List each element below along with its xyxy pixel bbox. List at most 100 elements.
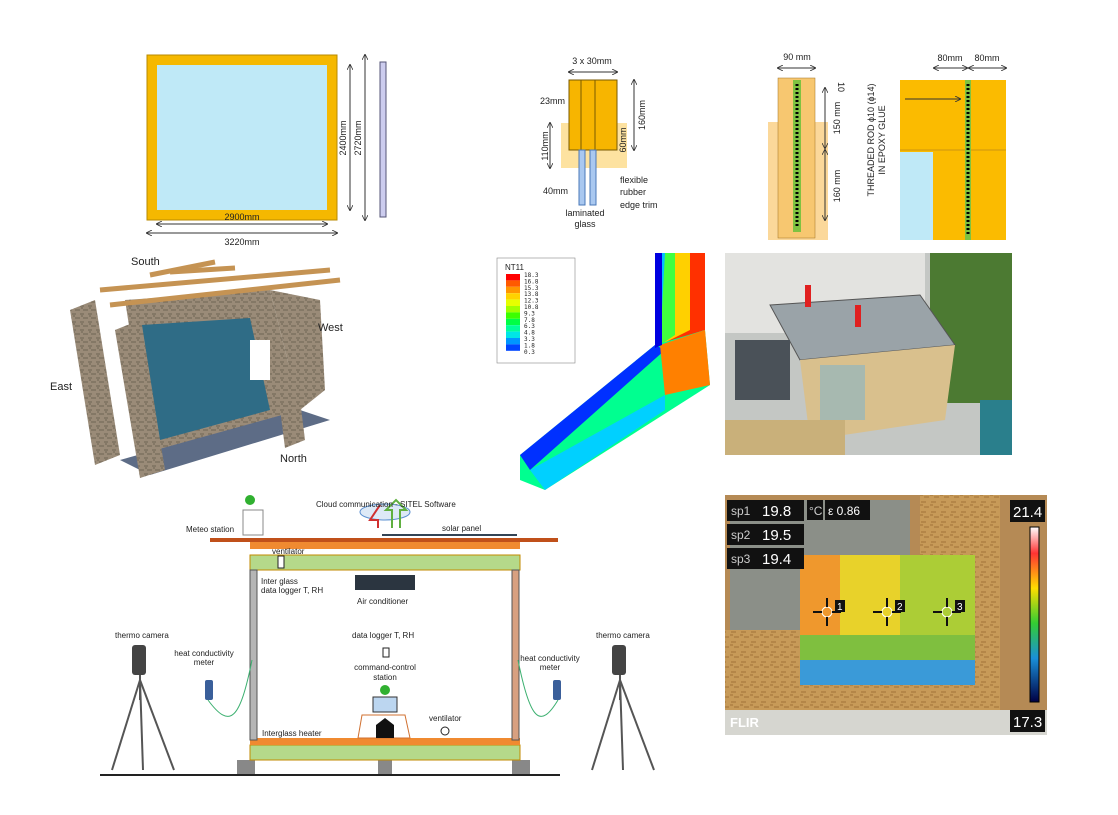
window-frame-drawing: 2900mm 3220mm 2400mm 2720mm: [147, 55, 387, 247]
legend-value: 7.8: [524, 317, 535, 324]
spot-value: 19.4: [762, 551, 791, 568]
marker-badge: [895, 600, 905, 612]
spot-value: 19.8: [762, 503, 791, 520]
legend-value: 16.8: [524, 278, 539, 285]
legend-swatch: [506, 338, 520, 345]
marker-badge: [835, 600, 845, 612]
legend-swatch: [506, 274, 520, 281]
label-meteo: Meteo station: [186, 525, 234, 534]
label-laminated: laminated: [565, 208, 604, 218]
legend-swatch: [506, 306, 520, 313]
dim-2720: 2720mm: [353, 120, 363, 155]
label-solar: solar panel: [442, 524, 481, 533]
label-interglass-logger: data logger T, RH: [261, 586, 323, 595]
label-command-control: command-control: [354, 663, 416, 672]
legend-swatch: [506, 344, 520, 351]
legend-swatch: [506, 318, 520, 326]
legend-title: NT11: [505, 263, 525, 272]
label-cloud: Cloud communication - SITEL Software: [316, 500, 456, 509]
dim-3220: 3220mm: [224, 237, 259, 247]
dim-80b: 80mm: [974, 53, 999, 63]
spot-readout-box: [727, 524, 804, 545]
label-rubber: rubber: [620, 187, 646, 197]
dim-40: 40mm: [543, 186, 568, 196]
legend-value: 3.3: [524, 336, 535, 343]
label-flexible: flexible: [620, 175, 648, 185]
label-thermo-left: thermo camera: [115, 631, 169, 640]
legend-value: 4.8: [524, 330, 535, 337]
spot-label: sp2: [731, 528, 751, 542]
label-north: North: [280, 453, 307, 465]
spot-value: 19.5: [762, 527, 791, 544]
label-west: West: [318, 322, 343, 334]
construction-photo: [725, 253, 1012, 455]
dim-160b: 160 mm: [832, 170, 842, 203]
label-ventilator-bottom: ventilator: [429, 714, 462, 723]
label-epoxy: IN EPOXY GLUE: [877, 105, 887, 174]
emissivity-readout: ε 0.86: [828, 504, 860, 518]
dim-110: 110mm: [540, 131, 550, 160]
legend-value: 6.3: [524, 323, 535, 330]
dim-23: 23mm: [540, 96, 565, 106]
legend-swatch: [506, 312, 520, 319]
dim-60: 60mm: [618, 127, 628, 152]
flir-logo: FLIR: [730, 715, 759, 730]
thermal-camera-image: sp1 19.8 sp2 19.5 sp3 19.4 °C ε 0.86 21.4 17.…: [725, 495, 1047, 735]
monitoring-schema: Cloud communication - SITEL Software Met…: [100, 495, 655, 776]
marker-number: 2: [897, 602, 903, 613]
label-thermo-right: thermo camera: [596, 631, 650, 640]
label-interglass: Inter glass: [261, 577, 298, 586]
spot-readout-box: [727, 500, 804, 521]
label-hc-left: heat conductivity: [174, 649, 234, 658]
legend-value: 9.3: [524, 310, 535, 317]
legend-swatch: [506, 280, 520, 287]
label-threaded-rod: THREADED ROD ϕ10 (ϕ14): [866, 83, 876, 196]
label-edge-trim: edge trim: [620, 200, 658, 210]
dim-90: 90 mm: [783, 52, 811, 62]
dim-3x30: 3 x 30mm: [572, 56, 612, 66]
marker-number: 1: [837, 602, 843, 613]
legend-value: 0.3: [524, 349, 535, 356]
marker-badge: [955, 600, 965, 612]
spot-label: sp1: [731, 504, 751, 518]
label-south: South: [131, 256, 160, 268]
legend-value: 15.3: [524, 285, 539, 292]
dim-10: 10: [836, 82, 846, 92]
dim-2900: 2900mm: [224, 212, 259, 222]
marker-number: 3: [957, 602, 963, 613]
legend-value: 1.8: [524, 342, 535, 349]
unit-readout: °C: [809, 504, 823, 518]
legend-value: 13.8: [524, 291, 539, 298]
scale-max: 21.4: [1013, 504, 1042, 521]
dim-80a: 80mm: [937, 53, 962, 63]
thermal-simulation: NT11 18.316.815.313.812.310.89.37.86.34.…: [496, 253, 710, 490]
label-east: East: [50, 381, 72, 393]
dim-150: 150 mm: [832, 102, 842, 135]
dim-160: 160mm: [637, 100, 647, 130]
label-air-conditioner: Air conditioner: [357, 597, 408, 606]
scale-min: 17.3: [1013, 714, 1042, 731]
glass-connection-detail: 3 x 30mm 23mm 110mm 160mm 60mm 40mm lami…: [540, 56, 658, 229]
legend-swatch: [506, 331, 520, 338]
legend-swatch: [506, 299, 520, 306]
house-3d-model: South West East North: [50, 256, 343, 478]
label-data-logger: data logger T, RH: [352, 631, 414, 640]
label-station: station: [373, 673, 397, 682]
label-hc-right-meter: meter: [540, 663, 561, 672]
threaded-rod-detail: 90 mm 10 150 mm 160 mm THREADED ROD ϕ10 …: [768, 52, 1006, 240]
label-hc-right: heat conductivity: [520, 654, 580, 663]
legend-swatch: [506, 286, 520, 294]
legend-swatch: [506, 325, 520, 332]
dim-2400: 2400mm: [338, 120, 348, 155]
label-hc-left-meter: meter: [194, 658, 215, 667]
label-heater: Interglass heater: [262, 729, 322, 738]
spot-label: sp3: [731, 552, 751, 566]
legend-value: 18.3: [524, 272, 539, 279]
label-ventilator-top: ventilator: [272, 547, 305, 556]
spot-readout-box: [727, 548, 804, 569]
legend-value: 10.8: [524, 304, 539, 311]
legend-value: 12.3: [524, 298, 539, 305]
label-glass: glass: [574, 219, 596, 229]
legend-swatch: [506, 293, 520, 300]
